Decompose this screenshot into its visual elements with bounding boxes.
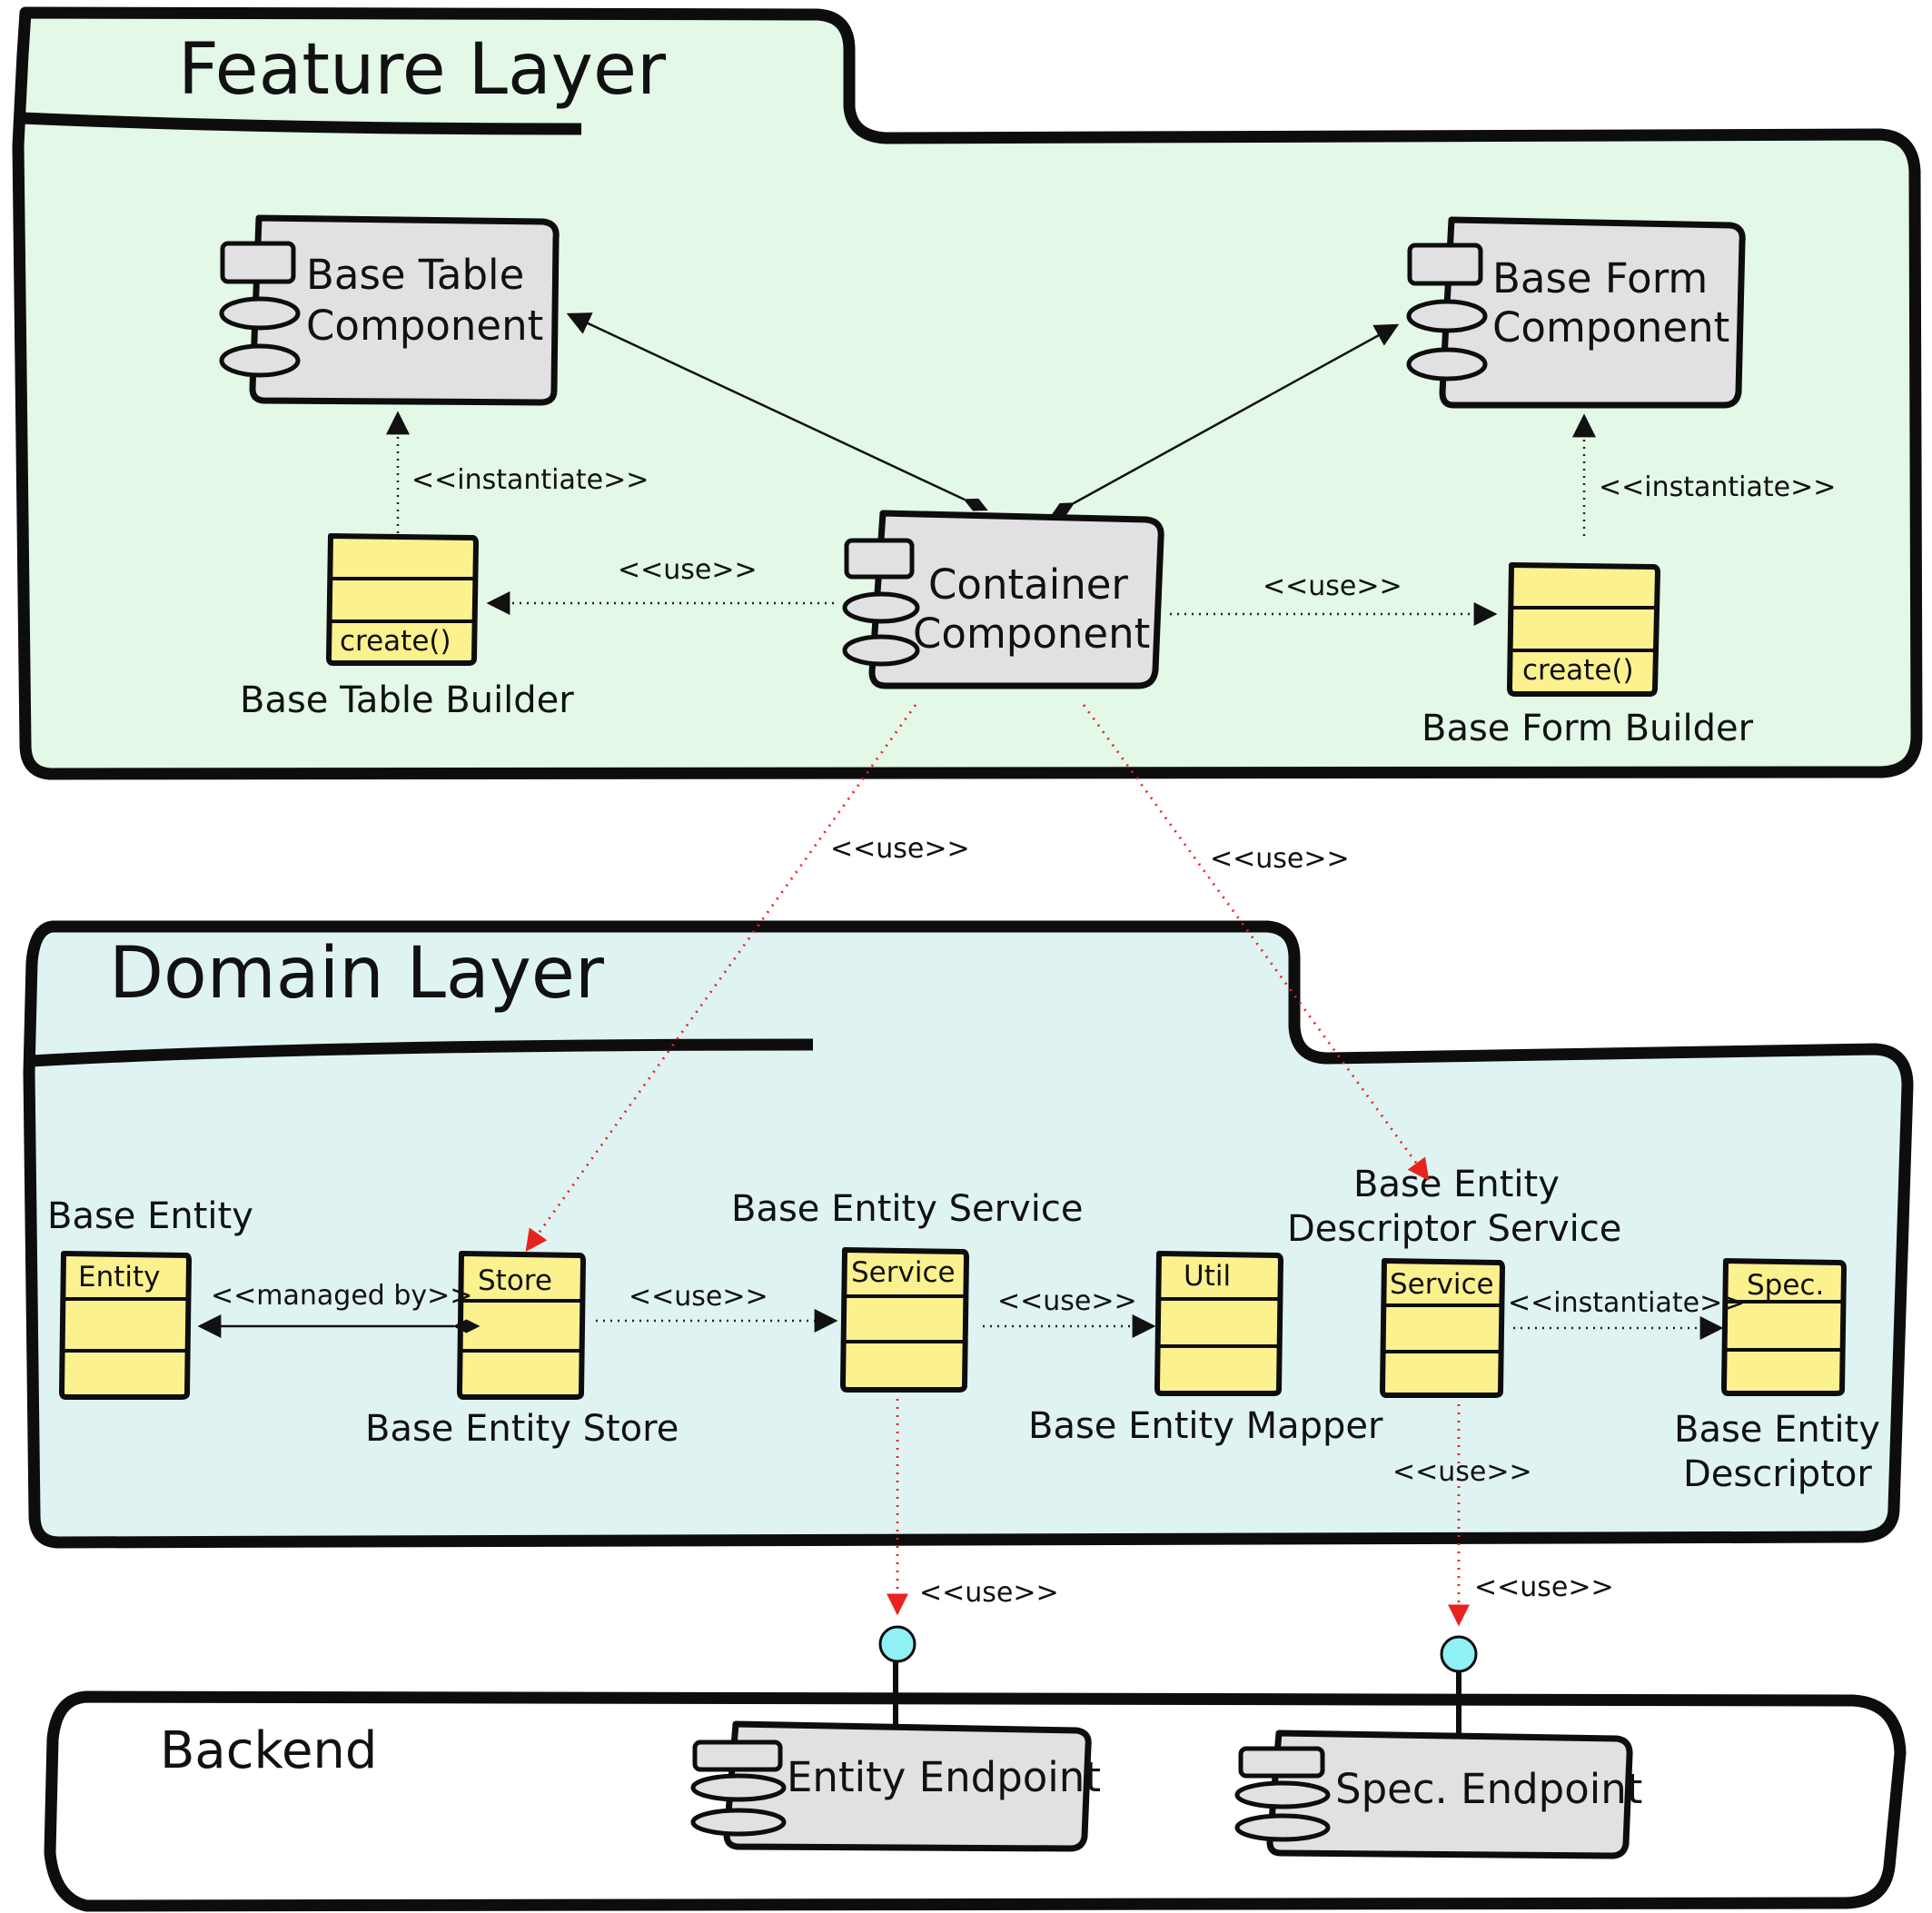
- instantiate-form-label: <<instantiate>>: [1599, 471, 1836, 503]
- base-entity-mapper-name: Base Entity Mapper: [1028, 1405, 1383, 1447]
- component-port: [1406, 299, 1488, 333]
- component-port: [1406, 347, 1488, 382]
- feature-layer-title: Feature Layer: [178, 29, 667, 111]
- base-entity-name: Base Entity: [47, 1195, 253, 1237]
- component-port: [842, 634, 920, 667]
- component-port: [690, 1773, 787, 1802]
- base-table-builder: create() Base Table Builder: [240, 533, 574, 721]
- component-port: [1234, 1813, 1331, 1842]
- relation-service-use-entity-endpoint: <<use>>: [887, 1399, 1059, 1616]
- relation-descriptor-service-instantiate-spec: <<instantiate>>: [1508, 1287, 1745, 1340]
- base-form-builder: create() Base Form Builder: [1422, 562, 1754, 749]
- base-entity-descriptor-service-stereotype: Service: [1390, 1268, 1494, 1301]
- component-icon: [692, 1740, 783, 1772]
- relation-container-use-table-builder: <<use>>: [486, 554, 834, 615]
- base-entity-service-class: Service Base Entity Service: [731, 1188, 1083, 1393]
- use-service-endpoint-label: <<use>>: [919, 1577, 1059, 1609]
- base-entity-descriptor-service-name-2: Descriptor Service: [1287, 1208, 1621, 1250]
- interface-circle: [1440, 1635, 1478, 1673]
- relation-container-use-descriptor-service: <<use>>: [1082, 704, 1430, 1181]
- base-table-component: Base Table Component: [219, 214, 560, 406]
- component-port: [690, 1808, 787, 1837]
- domain-layer: Domain Layer: [23, 920, 1914, 1549]
- spec-endpoint-component: Spec. Endpoint: [1234, 1730, 1642, 1859]
- entity-endpoint-label: Entity Endpoint: [787, 1753, 1101, 1801]
- relation-container-to-form: [1051, 323, 1400, 516]
- spec-endpoint-interface: [1440, 1635, 1478, 1733]
- entity-endpoint-component: Entity Endpoint: [690, 1720, 1101, 1852]
- base-entity-service-stereotype: Service: [851, 1256, 956, 1289]
- use-descriptor-endpoint-label-a: <<use>>: [1392, 1456, 1532, 1488]
- base-form-component-label-2: Component: [1492, 303, 1729, 352]
- managed-by-label: <<managed by>>: [211, 1280, 472, 1312]
- container-component: Container Component: [842, 510, 1164, 689]
- component-port: [219, 296, 301, 331]
- base-table-component-label-1: Base Table: [306, 251, 524, 299]
- domain-layer-title: Domain Layer: [109, 933, 605, 1015]
- component-icon: [220, 241, 296, 284]
- interface-circle: [878, 1625, 916, 1663]
- base-entity-stereotype: Entity: [78, 1261, 161, 1294]
- base-form-builder-name: Base Form Builder: [1422, 708, 1754, 749]
- component-icon: [1238, 1746, 1325, 1779]
- use-store-service-label: <<use>>: [629, 1281, 768, 1313]
- base-entity-store-stereotype: Store: [478, 1264, 552, 1297]
- use-descriptor-endpoint-label-b: <<use>>: [1474, 1571, 1614, 1603]
- base-entity-descriptor-stereotype: Spec.: [1747, 1269, 1824, 1302]
- relation-container-to-table: [566, 312, 988, 511]
- instantiate-spec-label: <<instantiate>>: [1508, 1287, 1745, 1319]
- base-table-builder-name: Base Table Builder: [240, 679, 574, 721]
- relation-table-builder-instantiate: <<instantiate>>: [386, 411, 649, 533]
- base-form-component: Base Form Component: [1406, 216, 1746, 409]
- base-entity-service-name: Base Entity Service: [731, 1188, 1083, 1230]
- relation-store-use-service: <<use>>: [596, 1281, 838, 1333]
- base-entity-descriptor-name-1: Base Entity: [1674, 1409, 1880, 1451]
- base-entity-mapper-stereotype: Util: [1184, 1260, 1231, 1293]
- component-port: [842, 591, 920, 624]
- container-component-label-1: Container: [928, 560, 1128, 609]
- relation-form-builder-instantiate: <<instantiate>>: [1572, 413, 1836, 536]
- use-service-util-label: <<use>>: [997, 1285, 1137, 1317]
- use-container-descriptor-label: <<use>>: [1210, 843, 1350, 875]
- component-icon: [844, 538, 915, 580]
- base-entity-mapper-class: Util Base Entity Mapper: [1028, 1251, 1383, 1447]
- base-table-builder-method: create(): [340, 625, 451, 658]
- relation-descriptor-service-use-spec-endpoint: <<use>> <<use>>: [1392, 1404, 1614, 1627]
- instantiate-table-label: <<instantiate>>: [411, 464, 649, 496]
- base-form-builder-method: create(): [1522, 654, 1634, 687]
- use-form-builder-label: <<use>>: [1263, 570, 1402, 602]
- base-entity-descriptor-class: Spec. Base Entity Descriptor: [1674, 1258, 1880, 1495]
- base-form-component-label-1: Base Form: [1492, 254, 1708, 302]
- feature-layer-tab-line: [21, 112, 582, 135]
- base-entity-descriptor-name-2: Descriptor: [1683, 1453, 1872, 1495]
- component-port: [219, 343, 301, 378]
- component-port: [1234, 1780, 1331, 1809]
- backend-layer-title: Backend: [160, 1721, 377, 1780]
- relation-container-use-form-builder: <<use>>: [1170, 570, 1498, 626]
- container-component-label-2: Component: [913, 610, 1150, 658]
- component-icon: [1407, 243, 1483, 286]
- base-entity-store-name: Base Entity Store: [365, 1408, 679, 1450]
- base-entity-descriptor-service-name-1: Base Entity: [1353, 1164, 1560, 1205]
- use-table-builder-label: <<use>>: [618, 554, 758, 586]
- spec-endpoint-label: Spec. Endpoint: [1335, 1765, 1642, 1813]
- base-entity-descriptor-service-class: Service Base Entity Descriptor Service: [1287, 1164, 1621, 1398]
- base-table-component-label-2: Component: [306, 302, 543, 350]
- domain-layer-frame: [23, 920, 1914, 1549]
- relation-container-use-store: <<use>>: [525, 704, 970, 1252]
- base-entity-store-class: Store Base Entity Store: [365, 1251, 679, 1450]
- entity-endpoint-interface: [878, 1625, 916, 1724]
- use-container-store-label: <<use>>: [830, 833, 970, 865]
- base-entity-class: Entity Base Entity: [47, 1195, 253, 1400]
- relation-service-use-util: <<use>>: [983, 1285, 1156, 1338]
- relation-entity-managed-by-store: <<managed by>>: [197, 1280, 481, 1338]
